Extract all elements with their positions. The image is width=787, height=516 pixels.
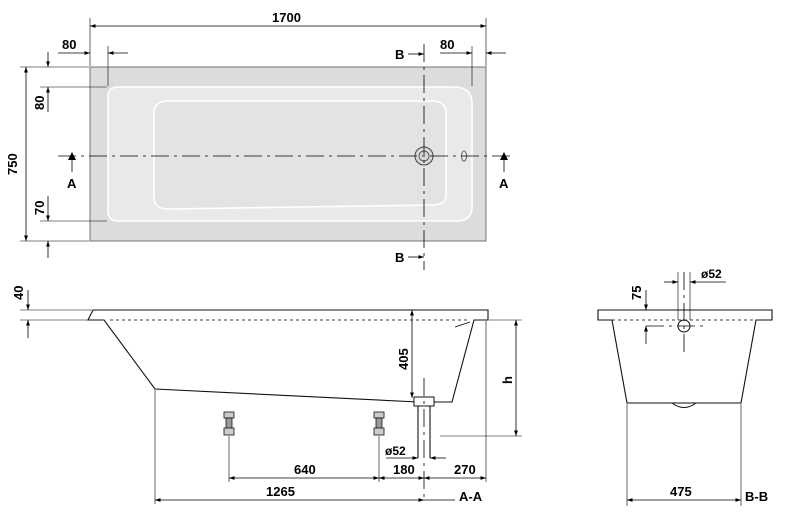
dim-rim-thickness: 40 [11, 286, 26, 300]
dim-depth: 405 [396, 348, 411, 370]
dim-waste-to-end: 270 [454, 462, 476, 477]
top-view: A A B B 1700 80 80 750 80 [5, 10, 512, 270]
dim-overall-width: 750 [5, 153, 20, 175]
dim-height: h [500, 376, 515, 384]
waste-outlet-bb [671, 402, 697, 408]
dim-top-rim: 80 [32, 96, 47, 110]
section-a-label-left: A [67, 176, 77, 191]
tub-profile-aa [87, 309, 489, 403]
dim-bottom-length: 1265 [266, 484, 295, 499]
dim-foot-to-waste: 180 [393, 462, 415, 477]
tub-profile-bb [597, 309, 773, 404]
section-bb-view: ø52 75 475 B-B [597, 267, 773, 506]
section-bb-title: B-B [745, 489, 768, 504]
foot-right [373, 411, 385, 436]
section-b-label-bottom: B [395, 250, 404, 265]
dim-left-rim: 80 [62, 37, 76, 52]
tub-basin-floor [153, 100, 447, 210]
dim-overflow-diameter: ø52 [701, 267, 722, 281]
dim-feet-spacing: 640 [294, 462, 316, 477]
section-aa-title: A-A [459, 489, 483, 504]
dim-right-rim: 80 [440, 37, 454, 52]
section-aa-view: 40 405 h ø52 [11, 286, 522, 504]
foot-left [223, 411, 235, 436]
dim-overall-length: 1700 [272, 10, 301, 25]
dim-waste-diameter: ø52 [385, 444, 406, 458]
section-a-label-right: A [499, 176, 509, 191]
dim-overflow-drop: 75 [629, 286, 644, 300]
section-b-label-top: B [395, 47, 404, 62]
dim-bottom-width: 475 [670, 484, 692, 499]
dim-bottom-rim: 70 [32, 201, 47, 215]
